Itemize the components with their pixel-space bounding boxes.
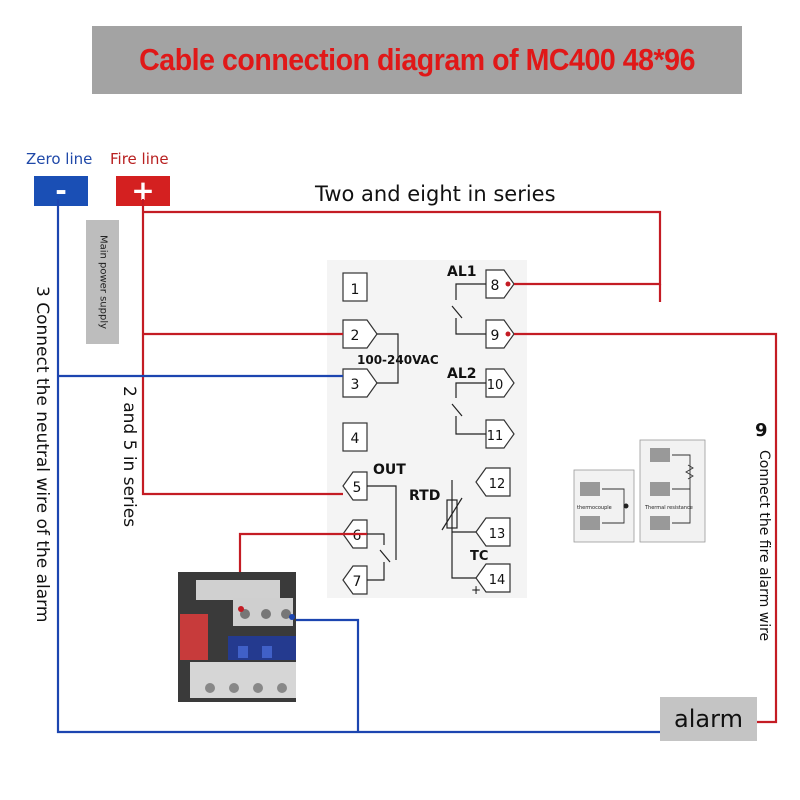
svg-text:4: 4 bbox=[351, 431, 360, 447]
rtd-label: RTD bbox=[409, 488, 440, 504]
terminal-4: 4 bbox=[342, 422, 368, 452]
terminal-14: 14 bbox=[475, 563, 511, 593]
contactor-icon bbox=[178, 572, 296, 702]
neutral-terminal-box: - bbox=[34, 176, 88, 206]
al2-label: AL2 bbox=[447, 366, 477, 382]
plus-symbol: + bbox=[131, 174, 155, 207]
alarm-box: alarm bbox=[660, 697, 757, 741]
terminal-13: 13 bbox=[475, 517, 511, 547]
tc-label: TC bbox=[470, 549, 488, 564]
terminal-8: 8 bbox=[485, 269, 515, 299]
al1-label: AL1 bbox=[447, 264, 477, 280]
terminal-2: 2 bbox=[342, 319, 378, 349]
internal-schematic bbox=[367, 283, 486, 581]
svg-text:12: 12 bbox=[489, 477, 506, 492]
svg-text:14: 14 bbox=[489, 573, 506, 588]
sensor-inset: thermocouple Thermal resistance bbox=[573, 439, 706, 543]
svg-text:7: 7 bbox=[353, 574, 362, 590]
thermal-resistance-label: Thermal resistance bbox=[644, 505, 693, 511]
zero-line-label: Zero line bbox=[26, 150, 93, 168]
svg-text:2: 2 bbox=[351, 328, 360, 344]
terminal-10: 10 bbox=[485, 368, 515, 398]
terminal-12: 12 bbox=[475, 467, 511, 497]
svg-text:10: 10 bbox=[487, 378, 504, 393]
svg-text:5: 5 bbox=[353, 480, 362, 496]
terminal-9-to-alarm bbox=[514, 332, 778, 724]
alarm-label: alarm bbox=[674, 705, 743, 733]
terminal-1: 1 bbox=[342, 272, 368, 302]
svg-text:1: 1 bbox=[351, 282, 360, 298]
neutral-to-contactor bbox=[290, 618, 360, 732]
svg-text:11: 11 bbox=[487, 429, 504, 444]
minus-symbol: - bbox=[55, 174, 67, 207]
thermocouple-label: thermocouple bbox=[577, 505, 612, 511]
note-terminal-nine: 9 bbox=[755, 420, 768, 441]
note-two-eight-series: Two and eight in series bbox=[315, 182, 556, 206]
svg-text:3: 3 bbox=[351, 377, 360, 393]
main-power-supply-label: Main power supply bbox=[86, 220, 119, 344]
plus-mark: + bbox=[471, 583, 481, 597]
terminal-11: 11 bbox=[485, 419, 515, 449]
out-label: OUT bbox=[373, 462, 406, 478]
fire-to-terminal-8 bbox=[143, 210, 662, 286]
svg-text:13: 13 bbox=[489, 527, 506, 542]
fire-to-terminal-5 bbox=[141, 199, 343, 496]
svg-text:6: 6 bbox=[353, 528, 362, 544]
svg-text:9: 9 bbox=[491, 328, 500, 344]
blue-wires bbox=[56, 199, 660, 734]
diagram-title: Cable connection diagram of MC400 48*96 bbox=[139, 42, 695, 77]
fire-line-label: Fire line bbox=[110, 150, 169, 168]
terminal-3: 3 bbox=[342, 368, 378, 398]
terminal-9: 9 bbox=[485, 319, 515, 349]
title-bar: Cable connection diagram of MC400 48*96 bbox=[92, 26, 742, 94]
svg-text:8: 8 bbox=[491, 278, 500, 294]
